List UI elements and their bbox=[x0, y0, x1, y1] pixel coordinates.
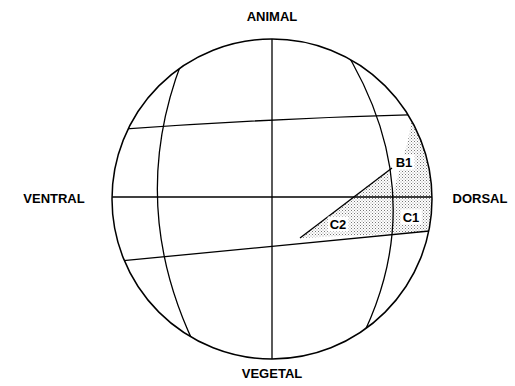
axis-label: VEGETAL bbox=[242, 366, 302, 381]
axis-label: DORSAL bbox=[453, 191, 508, 206]
shaded-cells bbox=[300, 114, 445, 238]
cell-label: B1 bbox=[394, 155, 415, 170]
axis-label: ANIMAL bbox=[247, 9, 298, 24]
cell-boundaries bbox=[105, 30, 440, 370]
cell-label: C1 bbox=[401, 210, 422, 225]
embryo-outline bbox=[112, 39, 432, 359]
axis-label: VENTRAL bbox=[23, 191, 84, 206]
cell-label: C2 bbox=[328, 217, 349, 232]
